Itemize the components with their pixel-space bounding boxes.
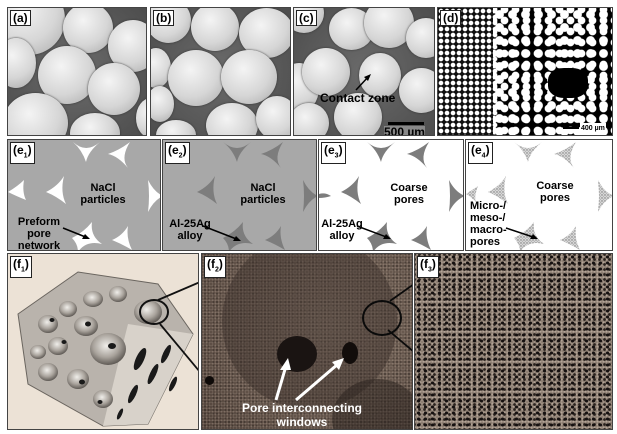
sphere bbox=[151, 86, 174, 122]
panel-f3-label: (f3) bbox=[417, 256, 439, 279]
sphere bbox=[294, 103, 329, 135]
panel-f3-micrograph: (f3) bbox=[414, 253, 613, 430]
contact-zone-annotation: Contact zone bbox=[320, 91, 396, 105]
panel-f1-3d-reconstruction: (f1) bbox=[7, 253, 199, 430]
panel-d-label: (d) bbox=[440, 10, 462, 26]
micropore-texture bbox=[415, 254, 612, 429]
sphere bbox=[70, 113, 120, 135]
sphere bbox=[206, 103, 258, 135]
alloy-shapes bbox=[197, 142, 316, 250]
pore-network-shapes bbox=[8, 142, 160, 250]
sphere bbox=[191, 8, 239, 51]
panel-a-label: (a) bbox=[10, 10, 31, 26]
sphere bbox=[256, 96, 290, 135]
alloy-shapes bbox=[319, 142, 463, 250]
scale-bar-line bbox=[388, 122, 424, 125]
scale-bar-line bbox=[563, 127, 579, 129]
sphere bbox=[156, 120, 196, 135]
sphere bbox=[334, 93, 382, 135]
panel-f2-label: (f2) bbox=[204, 256, 226, 279]
panel-e4-label: (e4) bbox=[468, 142, 493, 165]
panel-f1-label: (f1) bbox=[10, 256, 32, 279]
annotation-arrows bbox=[274, 284, 412, 402]
panel-b-label: (b) bbox=[153, 10, 175, 26]
sphere bbox=[364, 8, 414, 48]
contact-zone-arrow bbox=[355, 74, 371, 91]
sphere bbox=[136, 98, 146, 135]
sphere bbox=[63, 8, 113, 53]
sphere bbox=[151, 48, 171, 88]
scale-bar-label: 500 µm bbox=[384, 125, 425, 136]
interconnecting-window bbox=[205, 376, 214, 385]
pore-bowls bbox=[30, 286, 162, 408]
sphere bbox=[239, 8, 290, 58]
sphere bbox=[406, 18, 434, 58]
sphere bbox=[302, 48, 350, 96]
scale-bar-label: 400 µm bbox=[580, 123, 606, 135]
porous-cube-model bbox=[17, 271, 198, 427]
arrow-label: Micro-/meso-/macro-pores bbox=[470, 200, 507, 248]
panel-c-sem-image: (c) Contact zone 500 µm bbox=[293, 7, 435, 136]
panel-a-sem-image: (a) bbox=[7, 7, 147, 136]
sphere bbox=[88, 63, 140, 115]
fine-particles-region bbox=[438, 8, 498, 135]
black-void bbox=[548, 68, 588, 98]
sphere bbox=[359, 53, 401, 98]
panel-c-label: (c) bbox=[296, 10, 317, 26]
sphere bbox=[399, 68, 434, 113]
sphere bbox=[221, 50, 277, 104]
interconnecting-window bbox=[342, 342, 358, 364]
panel-e2-label: (e2) bbox=[165, 142, 190, 165]
panel-e1-label: (e1) bbox=[10, 142, 35, 165]
panel-e3-label: (e3) bbox=[321, 142, 346, 165]
sphere bbox=[168, 50, 224, 106]
porous-alloy-shapes bbox=[466, 142, 612, 250]
panel-d-binary-image: (d) 400 µm bbox=[437, 7, 613, 136]
panel-b-sem-image: (b) bbox=[150, 7, 291, 136]
zoom-circle bbox=[362, 300, 402, 336]
